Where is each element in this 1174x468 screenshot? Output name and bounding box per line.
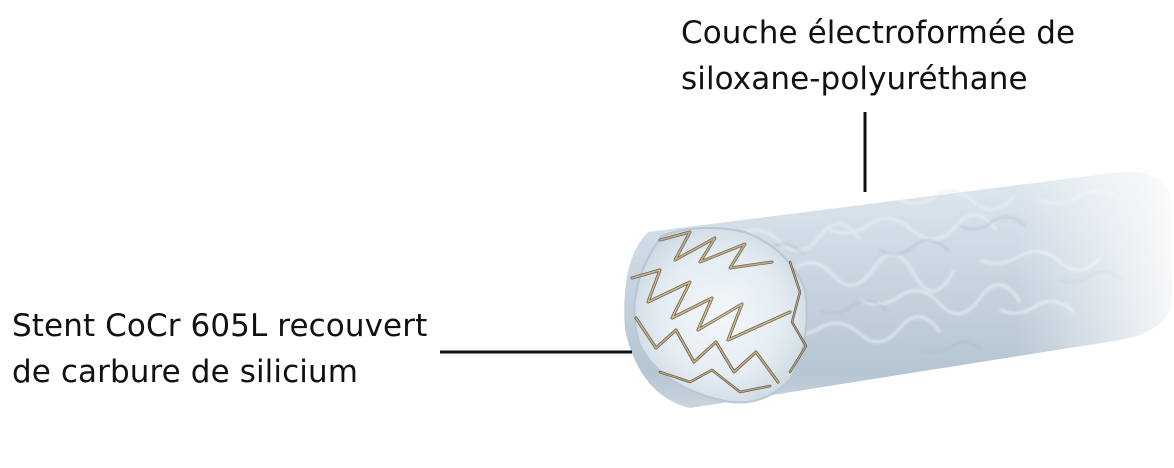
stent-label: Stent CoCr 605L recouvert de carbure de … bbox=[12, 303, 427, 395]
coating-label-line1: Couche électroformée de bbox=[681, 10, 1075, 56]
coating-label-line2: siloxane-polyuréthane bbox=[681, 56, 1075, 102]
stent-label-line2: de carbure de silicium bbox=[12, 349, 427, 395]
stent-label-line1: Stent CoCr 605L recouvert bbox=[12, 303, 427, 349]
coating-label: Couche électroformée de siloxane-polyuré… bbox=[681, 10, 1075, 102]
